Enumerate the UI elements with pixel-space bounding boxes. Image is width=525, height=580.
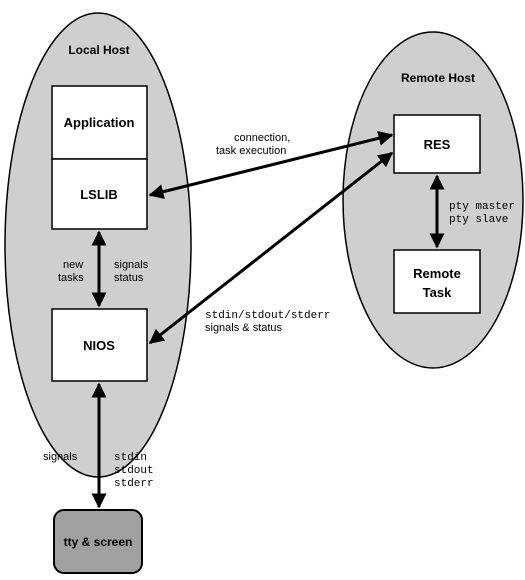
remote-host-title: Remote Host — [401, 71, 475, 85]
lslib-box — [51, 158, 148, 230]
res-label: RES — [424, 137, 451, 152]
remote-task-label-2: Task — [423, 285, 452, 300]
nios-label: NIOS — [83, 338, 115, 353]
new-tasks-label-2: tasks — [58, 272, 84, 284]
local-host-title: Local Host — [68, 43, 129, 57]
new-tasks-label-1: new — [63, 259, 83, 271]
pty-slave-label: pty slave — [449, 214, 508, 226]
tty-screen-box — [53, 509, 143, 574]
stdout-label: stdout — [114, 465, 154, 477]
stdin-label: stdin — [114, 452, 147, 464]
application-label: Application — [64, 115, 135, 130]
signals-status-remote-label: signals & status — [205, 322, 283, 334]
signals-status-label-2: status — [114, 272, 144, 284]
pty-master-label: pty master — [449, 201, 515, 213]
signals-status-label-1: signals — [114, 259, 149, 271]
remote-task-label-1: Remote — [413, 266, 461, 281]
stdio-label: stdin/stdout/stderr — [205, 310, 330, 322]
res-box — [393, 114, 481, 174]
remote-task-box — [393, 249, 481, 314]
signals-label: signals — [43, 451, 78, 463]
lslib-label: LSLIB — [80, 187, 118, 202]
stderr-label: stderr — [114, 478, 154, 490]
nios-box — [51, 308, 148, 382]
connection-label-2: task execution — [216, 145, 286, 157]
arrow-nios-res — [148, 151, 394, 345]
tty-screen-label: tty & screen — [64, 535, 133, 549]
connection-label-1: connection, — [234, 132, 290, 144]
